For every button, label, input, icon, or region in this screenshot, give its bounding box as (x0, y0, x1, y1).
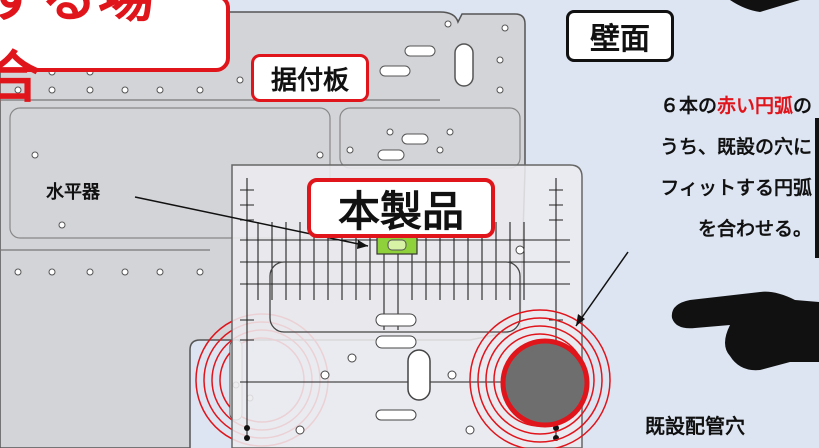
edge-bar (815, 118, 819, 258)
instruction-line-3: フィットする円弧 (660, 177, 812, 199)
existing-hole-label: 既設配管穴 (645, 414, 745, 438)
page-title: する場合 (0, 0, 230, 111)
instruction-highlight: 赤い円弧 (716, 95, 793, 117)
product-label: 本製品 (307, 178, 495, 238)
pointing-hand-icon (671, 291, 819, 371)
instruction-text: ６本の赤い円弧の うち、既設の穴に フィットする円弧 を合わせる。 (582, 86, 812, 250)
arc-leader-arrow (576, 314, 585, 326)
instruction-prefix: ６本の (659, 95, 717, 117)
spirit-level-icon (376, 235, 418, 255)
instruction-line-4: を合わせる。 (697, 218, 812, 240)
instruction-line-1: ６本の赤い円弧の (582, 86, 812, 127)
pointing-hand-top-icon (730, 0, 800, 12)
level-label: 水平器 (46, 182, 100, 203)
level-leader-arrow (357, 240, 368, 249)
instruction-line-2: うち、既設の穴に (659, 136, 812, 158)
instruction-suffix: の (792, 95, 812, 117)
arc-leader-line (575, 251, 629, 327)
wall-label: 壁面 (566, 10, 674, 62)
existing-pipe-hole (500, 338, 590, 428)
mounting-plate-label: 据付板 (251, 54, 369, 102)
